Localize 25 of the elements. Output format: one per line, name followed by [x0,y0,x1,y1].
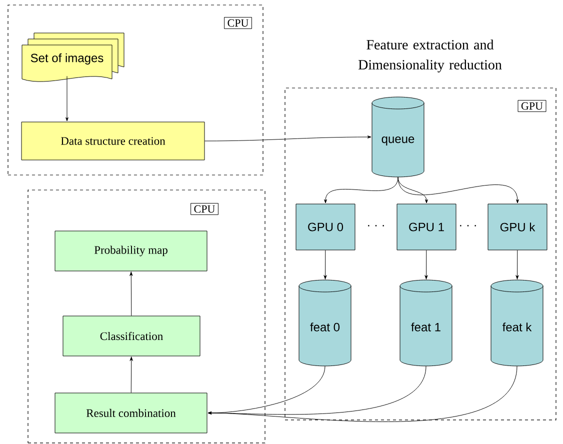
node-label: Feature extraction and Dimensionality reduction [358,40,502,72]
ellipsis: · · · [460,225,476,226]
arrow [66,76,68,122]
database-cylinder: feat k [490,280,544,366]
arrow [324,250,327,280]
arrow [324,176,398,204]
arrow [204,136,372,142]
process-box: Result combination [54,392,208,434]
process-box: GPU 0 [296,204,356,250]
document-stack: Set of images [22,32,124,82]
arrow [208,366,518,422]
process-box: GPU k [488,204,548,250]
arrow [424,250,428,280]
arrow [516,250,519,280]
database-cylinder: queue [372,96,424,178]
process-box: Data structure creation [21,122,205,160]
arrow [130,356,133,393]
database-cylinder: feat 1 [400,280,452,366]
database-cylinder: feat 0 [298,280,352,366]
ellipsis: · · · [368,225,384,226]
process-box: Classification [62,316,200,356]
arrow [130,272,133,316]
process-box: Probability map [54,230,208,272]
process-box: GPU 1 [396,204,456,250]
arrow [398,176,519,204]
